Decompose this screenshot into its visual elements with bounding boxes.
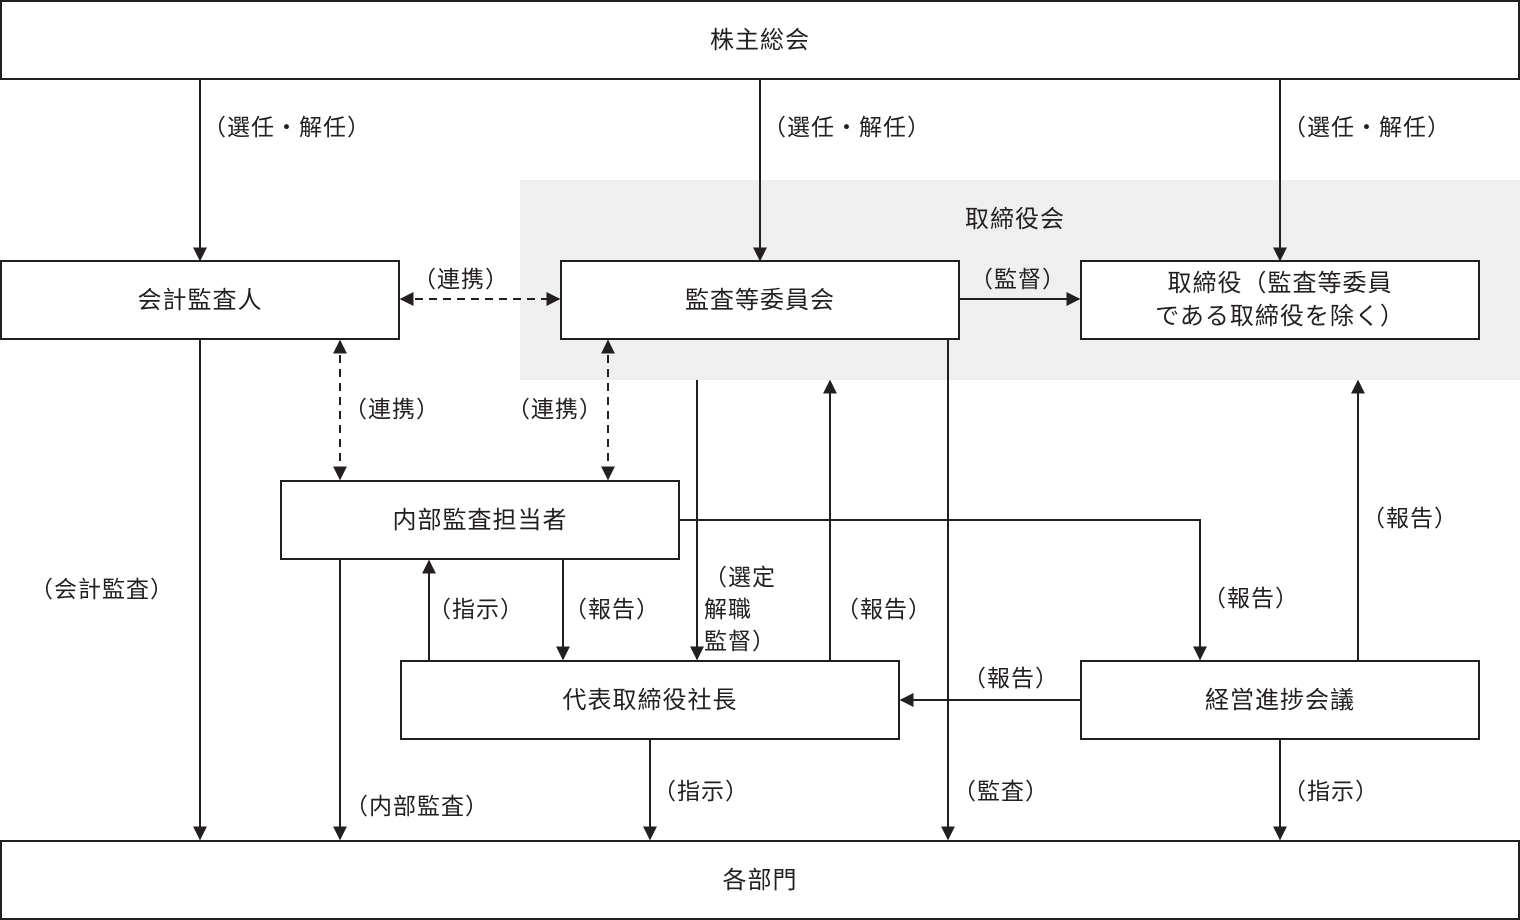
audit-committee-box: 監査等委員会: [560, 260, 960, 340]
president-box: 代表取締役社長: [400, 660, 900, 740]
label-select-dismiss-supervise: （選定 解職 監督）: [704, 565, 776, 655]
label-supervision: （監督）: [970, 267, 1066, 293]
label-report-president-board: （報告）: [836, 597, 932, 623]
label-accounting-audit: （会計監査）: [30, 577, 174, 603]
label-report-to-board-meeting: （報告）: [1362, 506, 1458, 532]
label-report-internal-meeting: （報告）: [1203, 586, 1299, 612]
label-appoint-dismiss-1: （選任・解任）: [203, 115, 371, 141]
management-meeting-box: 経営進捗会議: [1080, 660, 1480, 740]
shareholders-box: 株主総会: [0, 0, 1520, 80]
departments-box: 各部門: [0, 840, 1520, 920]
board-label: 取締役会: [965, 205, 1065, 233]
label-cooperation-right: （連携）: [507, 397, 603, 423]
label-report-internal: （報告）: [564, 597, 660, 623]
label-report-meeting-president: （報告）: [963, 666, 1059, 692]
label-instruction-president: （指示）: [653, 779, 749, 805]
label-cooperation-left: （連携）: [344, 397, 440, 423]
label-internal-audit: （内部監査）: [345, 794, 489, 820]
internal-auditor-box: 内部監査担当者: [280, 480, 680, 560]
directors-box: 取締役（監査等委員 である取締役を除く）: [1080, 260, 1480, 340]
edge-internal-auditor-to-meeting: [680, 519, 1207, 661]
label-audit-committee: （監査）: [953, 779, 1049, 805]
label-appoint-dismiss-3: （選任・解任）: [1283, 115, 1451, 141]
label-appoint-dismiss-2: （選任・解任）: [763, 115, 931, 141]
label-instruction-internal: （指示）: [428, 597, 524, 623]
accounting-auditor-box: 会計監査人: [0, 260, 400, 340]
label-cooperation-top: （連携）: [413, 267, 509, 293]
label-instruction-meeting: （指示）: [1283, 779, 1379, 805]
